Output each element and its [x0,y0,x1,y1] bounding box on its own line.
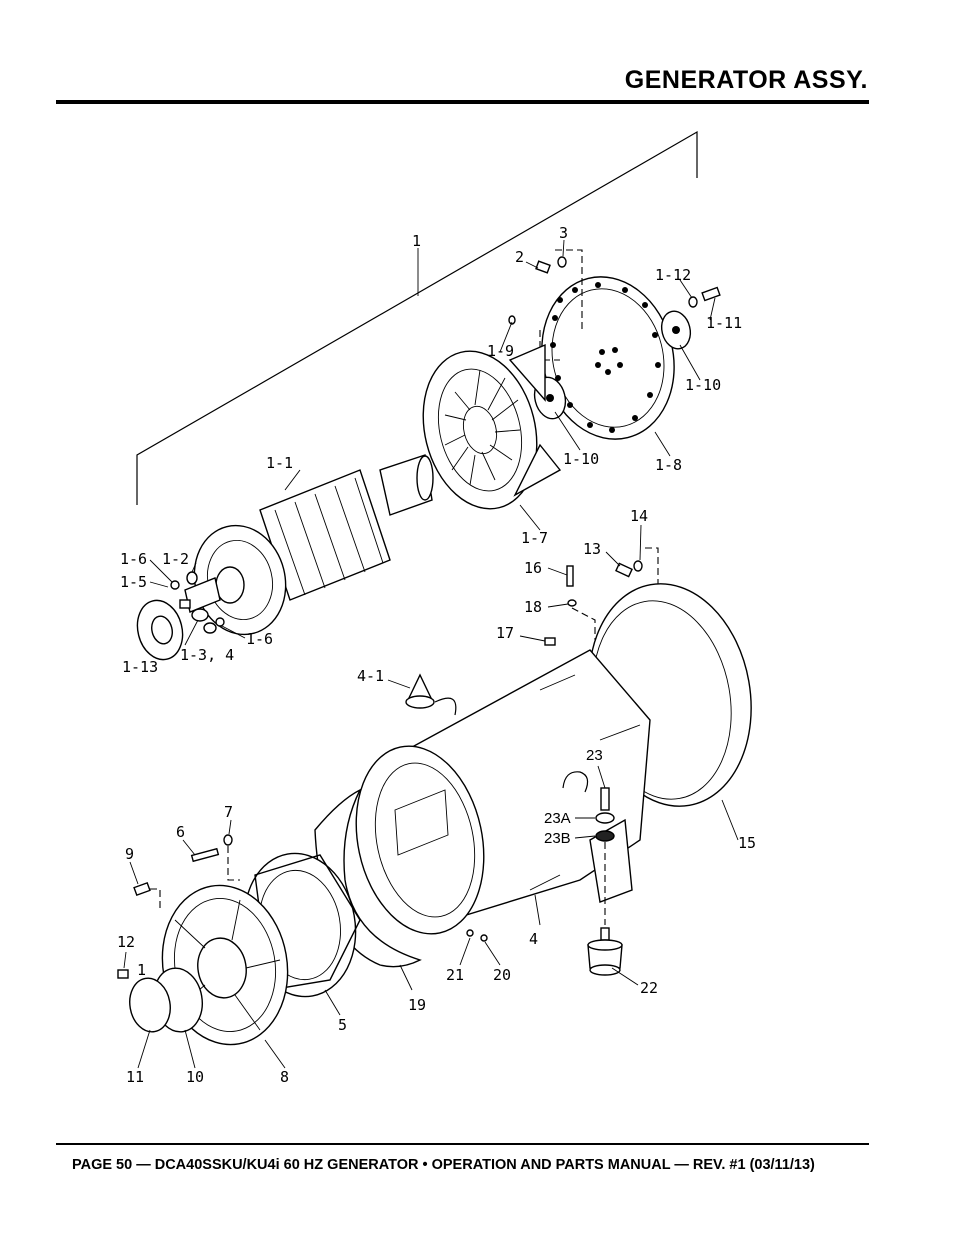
pin-16 [566,565,574,587]
callout-2: 2 [515,248,524,266]
callout-1-8: 1-8 [655,456,682,474]
callout-11: 11 [126,1068,144,1086]
callout-1-5: 1-5 [120,573,147,591]
callout-10: 10 [186,1068,204,1086]
cooling-fan [422,343,562,510]
callout-13: 13 [583,540,601,558]
callout-1-6-lower: 1-6 [246,630,273,648]
washer-7 [223,834,233,846]
washer-18 [567,599,577,607]
callout-1-7: 1-7 [521,529,548,547]
callout-7: 7 [224,803,233,821]
callout-22: 22 [640,979,658,997]
bearing [136,599,184,661]
cover-plate-11 [129,977,171,1033]
header-rule [56,100,869,104]
callout-21: 21 [446,966,464,984]
small-parts-rotor [170,571,225,634]
washer-1-12 [688,296,698,308]
callout-19: 19 [408,996,426,1014]
vibration-mount [587,927,623,976]
washer-23b [595,830,615,842]
callout-4-1: 4-1 [357,667,384,685]
bolt-9 [133,881,151,897]
callout-1-12: 1-12 [655,266,691,284]
callout-16: 16 [524,559,542,577]
callout-23a: 23A [544,810,571,827]
leader-lines [123,239,739,1069]
rotor-assembly [184,454,434,636]
nut-17 [544,637,556,646]
callout-1-10-rear: 1-10 [685,376,721,394]
callout-1-2: 1-2 [162,550,189,568]
page-footer: PAGE 50 — DCA40SSKU/KU4i 60 HZ GENERATOR… [72,1157,815,1173]
stator-housing [355,649,651,935]
callout-8: 8 [280,1068,289,1086]
callout-1-1: 1-1 [266,454,293,472]
callout-17: 17 [496,624,514,642]
washer-3 [557,256,567,268]
callout-1-10-front: 1-10 [563,450,599,468]
terminal-boot [405,673,457,716]
bolt-6 [190,847,220,863]
washer-23a [595,812,615,824]
screw-21 [466,929,474,937]
callout-6: 6 [176,823,185,841]
callout-1-13: 1-13 [122,658,158,676]
page-title: GENERATOR ASSY. [624,66,868,94]
callout-1-3-4: 1-3, 4 [180,646,234,664]
callout-15: 15 [738,834,756,852]
callout-23b: 23B [544,830,571,847]
footer-rule [56,1143,869,1145]
callout-1-small: 1 [137,961,146,979]
bolt-1-11 [701,286,721,302]
screw-12 [117,969,129,979]
washer-14 [633,560,643,572]
callout-20: 20 [493,966,511,984]
callout-4: 4 [529,930,538,948]
drive-plate [541,276,675,440]
bolt-23 [600,787,610,811]
callout-23: 23 [586,747,603,764]
callout-5: 5 [338,1016,347,1034]
callout-1: 1 [412,232,421,250]
callout-1-11: 1-11 [706,314,742,332]
callout-3: 3 [559,224,568,242]
bolt-2 [535,260,551,274]
assembly-bracket [136,130,698,505]
screw-20 [480,934,488,942]
bolt-13 [615,562,633,578]
callout-9: 9 [125,845,134,863]
callout-12: 12 [117,933,135,951]
callout-1-9: 1-9 [487,342,514,360]
hub-plate-rear [660,310,692,350]
callout-1-6-upper: 1-6 [120,550,147,568]
callout-18: 18 [524,598,542,616]
screw-1-9 [508,315,516,325]
callout-14: 14 [630,507,648,525]
